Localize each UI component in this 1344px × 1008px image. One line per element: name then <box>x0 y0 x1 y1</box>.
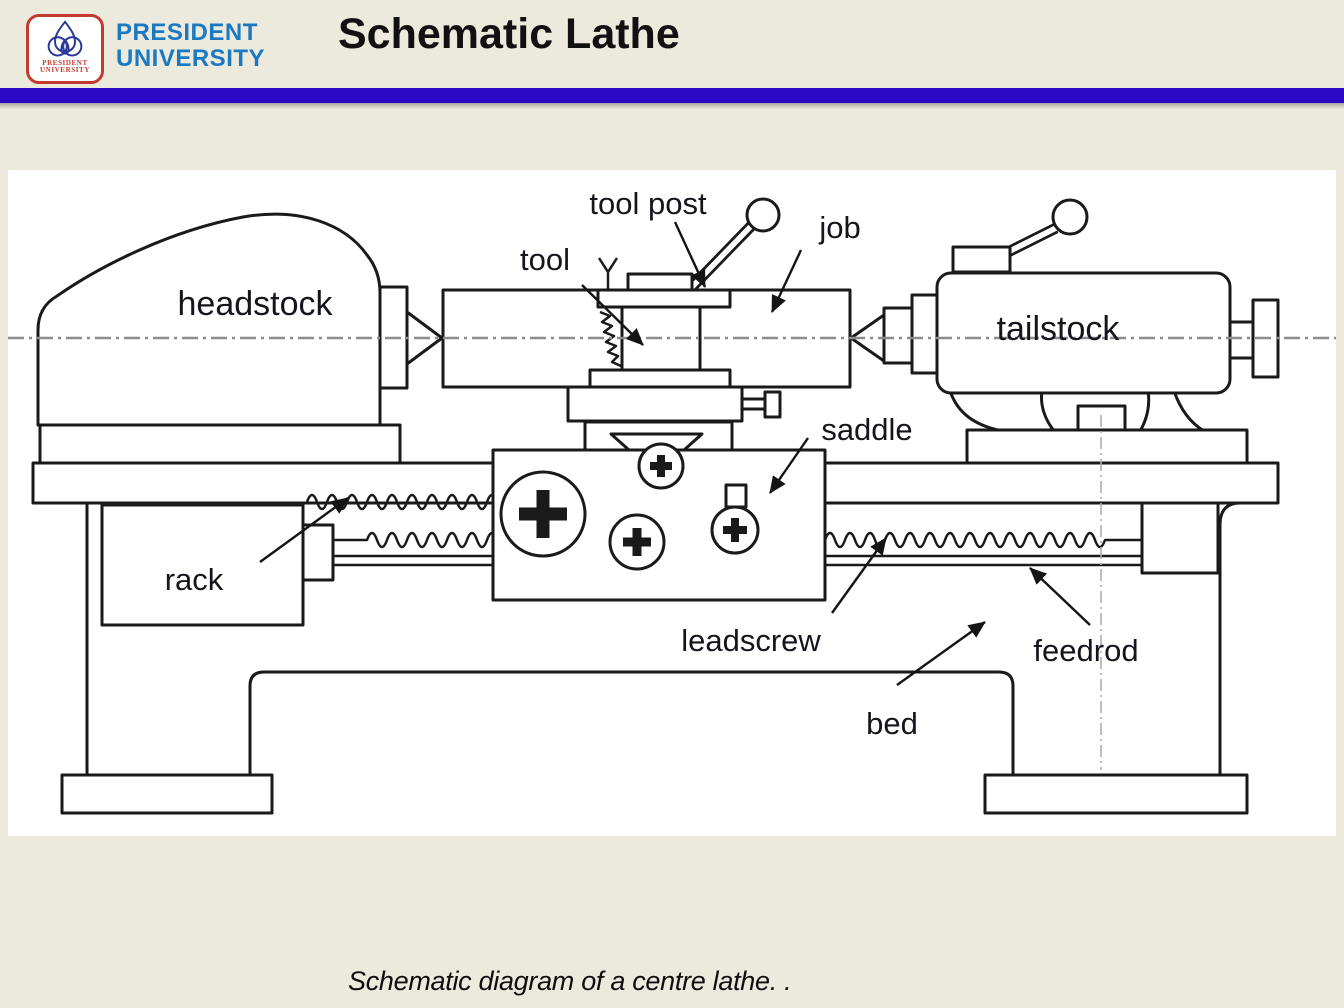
leadscrew-left <box>333 531 499 549</box>
tool-post-plate <box>596 288 732 309</box>
lotus-emblem-icon <box>47 20 83 57</box>
tailstock-lever-ball <box>1051 198 1089 236</box>
tailstock-base-plate <box>965 428 1249 465</box>
tailstock-right-leg <box>1138 389 1206 433</box>
left-foot <box>60 773 274 815</box>
label-job: job <box>818 210 860 245</box>
logo-caption-line1: PRESIDENT <box>42 59 88 67</box>
slide-caption: Schematic diagram of a centre lathe. . <box>348 966 792 996</box>
label-headstock: headstock <box>178 285 334 323</box>
label-feedrod: feedrod <box>1033 633 1138 668</box>
label-tool-post: tool post <box>589 186 707 221</box>
feedrod-arrow <box>1029 567 1091 626</box>
label-tool: tool <box>520 242 570 277</box>
feedrod-left <box>333 554 493 567</box>
feedrod-right <box>825 554 1142 567</box>
tailstock-left-leg <box>948 389 1057 434</box>
job-arrow <box>770 249 803 313</box>
page-title: Schematic Lathe <box>338 10 680 58</box>
compound-rest <box>588 368 732 389</box>
rack-arrow <box>259 497 349 563</box>
toolpost-lever-ball <box>745 197 781 233</box>
university-logo: PRESIDENT UNIVERSITY <box>26 14 104 84</box>
cross-slide-handle <box>763 390 782 419</box>
bed-arrow <box>896 621 986 686</box>
right-foot <box>983 773 1249 815</box>
university-name-line2: UNIVERSITY <box>116 45 266 72</box>
label-leadscrew: leadscrew <box>681 623 821 658</box>
tool-post-cap <box>626 272 694 292</box>
logo-caption-line2: UNIVERSITY <box>40 66 90 74</box>
label-bed: bed <box>866 706 918 741</box>
label-saddle: saddle <box>821 412 912 447</box>
tool-arrow <box>581 284 644 346</box>
leadscrew-right <box>823 531 1142 549</box>
tailstock-shape <box>849 198 1280 465</box>
accent-bar <box>0 88 1344 103</box>
leader-arrows <box>259 221 1091 686</box>
end-bearing-block <box>1140 501 1220 575</box>
label-rack: rack <box>165 562 224 597</box>
diagram-panel: tool post tool job headstock tailstock s… <box>8 170 1336 836</box>
accent-bar-shadow <box>0 103 1344 109</box>
saddle-arrow <box>769 437 809 494</box>
tailstock-clamp <box>951 245 1012 274</box>
label-tailstock: tailstock <box>997 310 1121 348</box>
university-name-line1: PRESIDENT <box>116 19 258 46</box>
diagram-labels: tool post tool job headstock tailstock s… <box>165 186 1139 741</box>
surface-mark <box>597 257 619 290</box>
saddle-shape <box>491 442 827 602</box>
university-name: PRESIDENT UNIVERSITY <box>116 20 265 72</box>
lathe-schematic: tool post tool job headstock tailstock s… <box>8 186 1336 815</box>
leadscrew-arrow <box>831 537 887 614</box>
cross-slide <box>566 385 744 423</box>
tool-post-arrow <box>673 221 707 288</box>
